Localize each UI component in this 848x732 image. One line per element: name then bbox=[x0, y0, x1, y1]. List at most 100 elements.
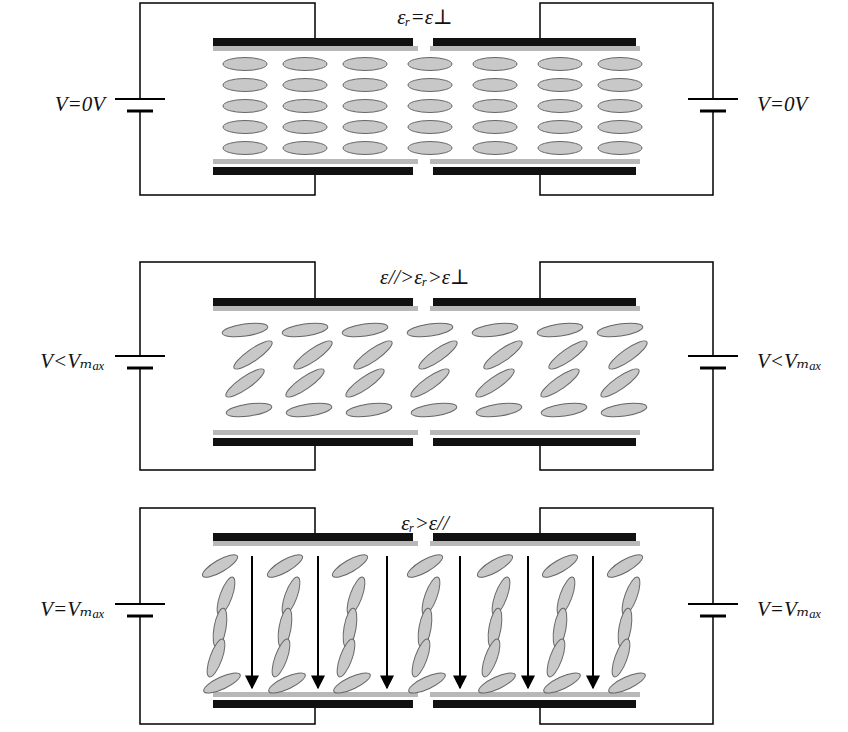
lc-molecule bbox=[343, 121, 387, 134]
lc-molecule bbox=[598, 79, 642, 92]
field-arrow bbox=[386, 556, 388, 688]
permittivity-label: ε//>εᵣ>ε⊥ bbox=[380, 266, 470, 289]
lc-molecule bbox=[283, 142, 327, 155]
lc-molecule bbox=[408, 121, 452, 134]
lc-molecule bbox=[343, 100, 387, 113]
lc-molecule bbox=[538, 365, 583, 401]
electrode bbox=[213, 38, 413, 46]
voltage-label: V<Vₘₐₓ bbox=[40, 350, 105, 373]
electrode bbox=[433, 438, 636, 446]
lc-molecule bbox=[598, 58, 642, 71]
lc-molecule bbox=[600, 401, 647, 419]
lc-molecule bbox=[471, 321, 518, 339]
electrode bbox=[433, 533, 636, 541]
lc-molecule bbox=[223, 365, 268, 401]
lc-molecule bbox=[540, 551, 581, 581]
lc-molecule bbox=[473, 100, 517, 113]
battery-plate bbox=[700, 615, 726, 618]
electrode bbox=[433, 700, 636, 708]
battery-plate bbox=[115, 355, 165, 357]
battery-plate bbox=[688, 603, 738, 605]
cell-panel bbox=[115, 508, 738, 724]
lc-molecule bbox=[285, 401, 332, 419]
lc-molecule bbox=[536, 321, 583, 339]
lc-molecule bbox=[405, 551, 446, 581]
battery-plate bbox=[127, 615, 153, 618]
voltage-label: V=Vₘₐₓ bbox=[40, 598, 105, 621]
battery-plate bbox=[688, 355, 738, 357]
lc-molecule bbox=[406, 321, 453, 339]
battery-plate bbox=[127, 110, 153, 113]
lc-molecule bbox=[609, 637, 634, 679]
alignment-layer bbox=[213, 159, 418, 164]
lc-molecule bbox=[223, 79, 267, 92]
lc-molecule bbox=[476, 669, 517, 697]
permittivity-label: εᵣ>ε// bbox=[401, 512, 449, 535]
lc-molecule bbox=[473, 142, 517, 155]
wire bbox=[140, 368, 315, 470]
lc-molecule bbox=[606, 669, 647, 697]
alignment-layer bbox=[213, 541, 418, 546]
lc-molecule bbox=[538, 121, 582, 134]
lc-molecule bbox=[283, 58, 327, 71]
alignment-layer bbox=[430, 430, 640, 435]
battery-plate bbox=[115, 98, 165, 100]
lc-molecule bbox=[540, 401, 587, 419]
lc-molecule bbox=[265, 551, 306, 581]
lc-molecule bbox=[416, 337, 461, 373]
lc-molecule bbox=[200, 551, 241, 581]
cell-panel bbox=[115, 3, 738, 195]
battery-plate bbox=[127, 367, 153, 370]
lc-molecule bbox=[223, 142, 267, 155]
lc-molecule bbox=[475, 551, 516, 581]
electrode bbox=[213, 438, 413, 446]
lc-molecule bbox=[598, 121, 642, 134]
voltage-label: V=0V bbox=[55, 93, 105, 116]
lc-molecule bbox=[343, 58, 387, 71]
lc-molecule bbox=[598, 100, 642, 113]
electrode bbox=[433, 38, 636, 46]
alignment-layer bbox=[213, 306, 418, 311]
lc-molecule bbox=[204, 637, 229, 679]
lc-molecule bbox=[538, 142, 582, 155]
lc-molecule bbox=[473, 58, 517, 71]
alignment-layer bbox=[430, 306, 640, 311]
lc-molecule bbox=[598, 142, 642, 155]
lc-molecule bbox=[201, 669, 242, 697]
lc-molecule bbox=[225, 401, 272, 419]
electrode bbox=[213, 700, 413, 708]
field-arrow bbox=[317, 556, 319, 688]
lc-molecule bbox=[221, 321, 268, 339]
electrode bbox=[213, 298, 413, 306]
field-arrow bbox=[459, 556, 461, 688]
lc-molecule bbox=[408, 58, 452, 71]
battery-plate bbox=[700, 367, 726, 370]
lc-molecule bbox=[481, 337, 526, 373]
lc-molecule bbox=[223, 121, 267, 134]
field-arrow bbox=[592, 556, 594, 688]
lc-molecule bbox=[596, 321, 643, 339]
lc-molecule bbox=[538, 100, 582, 113]
lc-molecule bbox=[331, 669, 372, 697]
lc-molecule bbox=[345, 401, 392, 419]
lc-molecule bbox=[541, 669, 582, 697]
lc-molecule bbox=[408, 365, 453, 401]
voltage-label: V<Vₘₐₓ bbox=[757, 350, 822, 373]
alignment-layer bbox=[430, 46, 640, 51]
electrode bbox=[213, 167, 413, 175]
lc-molecule bbox=[283, 365, 328, 401]
lc-molecule bbox=[291, 337, 336, 373]
lc-molecule bbox=[283, 121, 327, 134]
lc-molecule bbox=[231, 337, 276, 373]
lc-molecule bbox=[605, 551, 646, 581]
battery-plate bbox=[700, 110, 726, 113]
lc-molecule bbox=[330, 551, 371, 581]
lc-molecule bbox=[538, 58, 582, 71]
lc-molecule bbox=[544, 637, 569, 679]
lc-molecule bbox=[341, 321, 388, 339]
lc-molecule bbox=[473, 79, 517, 92]
lc-molecule bbox=[479, 637, 504, 679]
cell-panel bbox=[115, 262, 738, 470]
